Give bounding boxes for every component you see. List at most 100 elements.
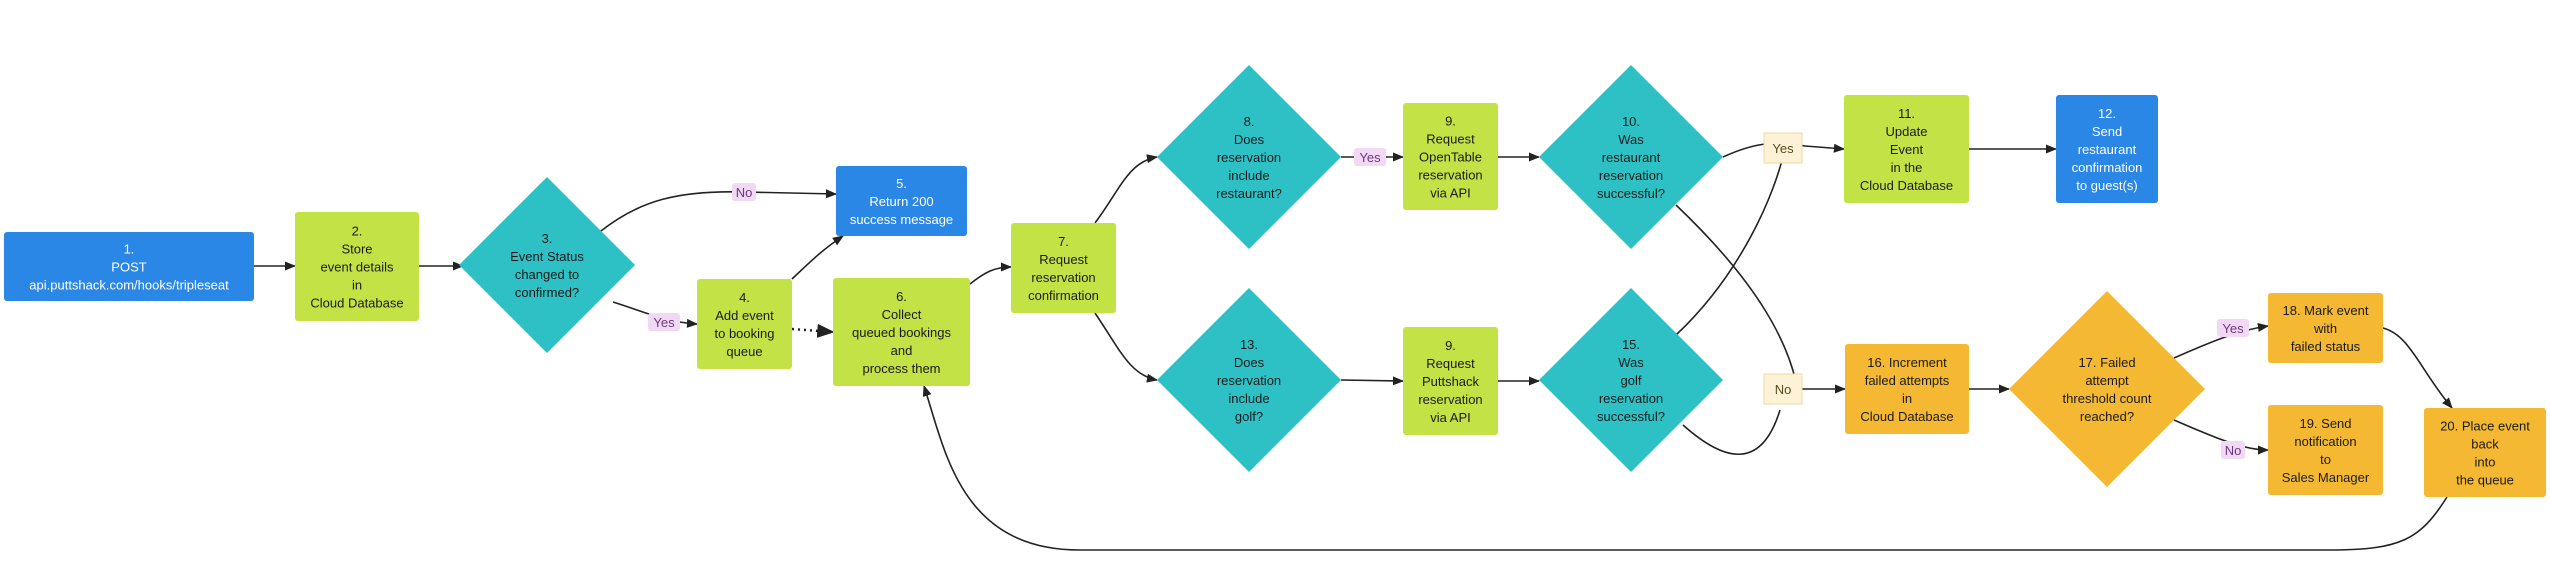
edge-18-20	[2382, 327, 2453, 409]
node-n17-line: 17. Failed	[2078, 355, 2135, 370]
node-n12-line: Send	[2092, 124, 2122, 139]
node-n18-shape	[2268, 293, 2383, 363]
node-n6-line: queued bookings	[852, 325, 952, 340]
node-n9a-line: reservation	[1418, 168, 1482, 183]
edge-4-5	[791, 235, 844, 280]
node-n9b-line: Request	[1426, 356, 1475, 371]
node-n18-line: with	[2313, 321, 2337, 336]
node-n2-shape	[295, 212, 419, 321]
node-n3-line: changed to	[515, 267, 579, 282]
edge-label-pill	[732, 183, 756, 201]
node-n15-shape	[1539, 288, 1723, 472]
edge-label-text: Yes	[653, 315, 675, 330]
node-n10-line: 10.	[1622, 114, 1640, 129]
node-n9a-line: via API	[1430, 186, 1470, 201]
node-n5-line: success message	[850, 212, 953, 227]
edge-label-text: Yes	[2222, 321, 2244, 336]
node-n17-shape	[2009, 291, 2205, 487]
edge-label-yes-3: Yes	[648, 313, 680, 331]
node-n13-line: golf?	[1235, 409, 1263, 424]
node-n15-line: Was	[1618, 355, 1644, 370]
node-n20[interactable]: 20. Place event back into the queue	[2424, 408, 2546, 497]
node-n20-line: back	[2471, 437, 2499, 452]
node-n12-line: to guest(s)	[2076, 178, 2137, 193]
node-n4-line: Add event	[715, 308, 774, 323]
node-n4-line: queue	[726, 344, 762, 359]
node-n10-shape	[1539, 65, 1723, 249]
node-n7-line: confirmation	[1028, 288, 1099, 303]
node-n12-line: confirmation	[2072, 160, 2143, 175]
node-n8-line: Does	[1234, 132, 1265, 147]
node-n2-line: Cloud Database	[310, 296, 403, 311]
node-n20-line: into	[2475, 455, 2496, 470]
node-n3-line: 3.	[542, 231, 553, 246]
node-n20-line: 20. Place event	[2440, 419, 2530, 434]
node-n11-line: 11.	[1898, 106, 1915, 121]
node-n16-line: in	[1902, 391, 1912, 406]
edge-7-13	[1094, 312, 1159, 383]
node-n9b-line: reservation	[1418, 392, 1482, 407]
node-n18[interactable]: 18. Mark event with failed status	[2268, 293, 2383, 363]
node-n9b-line: via API	[1430, 410, 1470, 425]
edge-label-pill	[2221, 441, 2245, 459]
edge-15-yes-branch	[1675, 147, 1786, 336]
node-n9a-line: 9.	[1445, 114, 1456, 129]
node-n18-line: 18. Mark event	[2283, 303, 2369, 318]
node-n12-line: restaurant	[2078, 142, 2137, 157]
node-n6-line: process them	[862, 361, 940, 376]
edge-label-text: No	[2225, 443, 2242, 458]
node-n4-shape	[697, 279, 792, 369]
node-n9b-shape	[1403, 327, 1498, 435]
node-n18-line: failed status	[2291, 339, 2361, 354]
node-n10-line: reservation	[1599, 168, 1663, 183]
node-n20-shape	[2424, 408, 2546, 497]
node-n8-line: reservation	[1217, 150, 1281, 165]
edge-13-9b	[1340, 376, 1405, 386]
node-n20-line: the queue	[2456, 473, 2514, 488]
node-n8-line: 8.	[1244, 114, 1255, 129]
node-n10-line: Was	[1618, 132, 1644, 147]
edge-label-no-17: No	[2221, 441, 2245, 459]
node-n1-line: 1.	[124, 242, 135, 257]
node-n2-line: event details	[321, 260, 394, 275]
node-n4-line: to booking	[715, 326, 775, 341]
node-n13-line: reservation	[1217, 373, 1281, 388]
node-n3-shape	[459, 177, 635, 353]
node-n3-line: confirmed?	[515, 285, 579, 300]
nodes-layer: 1.POSTapi.puttshack.com/hooks/tripleseat…	[4, 65, 2546, 497]
edge-label-box	[1763, 373, 1803, 405]
edge-label-box	[1763, 132, 1803, 164]
edge-label-yes-17: Yes	[2217, 319, 2249, 337]
node-n5-shape	[836, 166, 967, 236]
node-n10-line: restaurant	[1602, 150, 1661, 165]
edge-label-text: Yes	[1772, 141, 1794, 156]
node-n8-shape	[1157, 65, 1341, 249]
node-n19-line: notification	[2294, 434, 2356, 449]
node-n15-line: successful?	[1597, 409, 1665, 424]
node-n19-shape	[2268, 405, 2383, 495]
node-n1-line: POST	[111, 260, 146, 275]
node-n2-line: in	[352, 278, 362, 293]
node-n7-line: reservation	[1031, 270, 1095, 285]
node-n11-line: Cloud Database	[1860, 178, 1953, 193]
node-n2-line: Store	[341, 242, 372, 257]
